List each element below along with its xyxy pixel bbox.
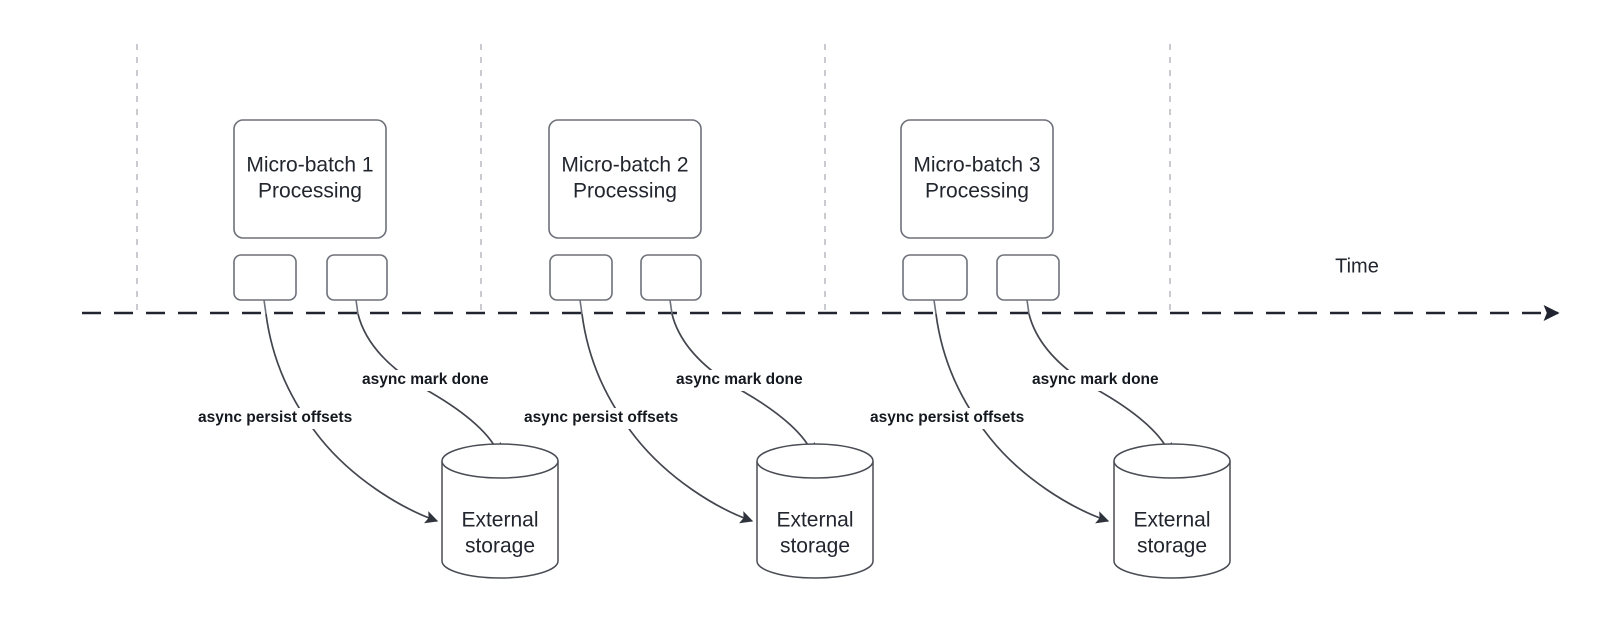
edge-async-mark-done-3 (1028, 313, 1173, 457)
edge-label-async-persist-offsets-1: async persist offsets (198, 409, 352, 426)
micro-batch-1-stem-b (355, 299, 359, 315)
edge-async-mark-done-2 (671, 313, 816, 457)
edge-label-async-persist-offsets-2: async persist offsets (524, 409, 678, 426)
micro-batch-2-task-box-b[interactable] (640, 254, 702, 301)
external-storage-3-body[interactable] (1113, 461, 1231, 579)
external-storage-1-top (441, 443, 559, 479)
edge-label-bg-mark-done-2 (672, 370, 814, 391)
external-storage-1-label-line1: External (461, 509, 538, 532)
micro-batch-1-stem-a (263, 299, 267, 315)
micro-batch-1-label-line2: Processing (258, 180, 362, 203)
edge-async-mark-done-1 (357, 313, 502, 457)
edge-label-bg-persist-1 (194, 408, 374, 429)
edge-async-persist-offsets-1 (265, 313, 439, 524)
micro-batch-1-task-box-a[interactable] (233, 254, 297, 301)
micro-batch-3-label-line2: Processing (925, 180, 1029, 203)
external-storage-2-label-line2: storage (780, 535, 850, 558)
external-storage-2-top (756, 443, 874, 479)
group-1: Micro-batch 1 Processing async persist o… (194, 119, 559, 579)
time-axis-label: Time (1335, 255, 1379, 277)
group-2: Micro-batch 2 Processing async persist o… (520, 119, 874, 579)
edge-label-bg-persist-3 (866, 408, 1046, 429)
external-storage-3-label-line2: storage (1137, 535, 1207, 558)
group-3: Micro-batch 3 Processing async persist o… (866, 119, 1231, 579)
micro-batch-3-task-box-b[interactable] (996, 254, 1060, 301)
micro-batch-3-stem-b (1026, 299, 1030, 315)
edge-label-async-mark-done-1: async mark done (362, 371, 489, 388)
external-storage-1-label-line2: storage (465, 535, 535, 558)
edge-async-persist-offsets-2 (581, 313, 754, 524)
micro-batch-1-box[interactable] (233, 119, 387, 239)
edge-label-bg-mark-done-1 (358, 370, 500, 391)
micro-batch-2-stem-a (579, 299, 583, 315)
micro-batch-2-stem-b (669, 299, 673, 315)
edge-label-async-mark-done-3: async mark done (1032, 371, 1159, 388)
external-storage-3-top (1113, 443, 1231, 479)
external-storage-1-body[interactable] (441, 461, 559, 579)
micro-batch-3-task-box-a[interactable] (902, 254, 968, 301)
external-storage-3-label-line1: External (1133, 509, 1210, 532)
micro-batch-3-box[interactable] (900, 119, 1054, 239)
edge-label-async-mark-done-2: async mark done (676, 371, 803, 388)
edge-label-bg-mark-done-3 (1028, 370, 1170, 391)
edge-label-async-persist-offsets-3: async persist offsets (870, 409, 1024, 426)
external-storage-2-label-line1: External (776, 509, 853, 532)
micro-batch-3-stem-a (933, 299, 937, 315)
micro-batch-2-task-box-a[interactable] (549, 254, 613, 301)
micro-batch-2-box[interactable] (548, 119, 702, 239)
micro-batch-3-label-line1: Micro-batch 3 (913, 154, 1040, 177)
micro-batch-1-label-line1: Micro-batch 1 (246, 154, 373, 177)
timeline-separators (136, 44, 1171, 313)
edge-label-bg-persist-2 (520, 408, 700, 429)
edge-async-persist-offsets-3 (935, 313, 1110, 524)
micro-batch-2-label-line1: Micro-batch 2 (561, 154, 688, 177)
external-storage-2-body[interactable] (756, 461, 874, 579)
micro-batch-1-task-box-b[interactable] (326, 254, 388, 301)
micro-batch-2-label-line2: Processing (573, 180, 677, 203)
